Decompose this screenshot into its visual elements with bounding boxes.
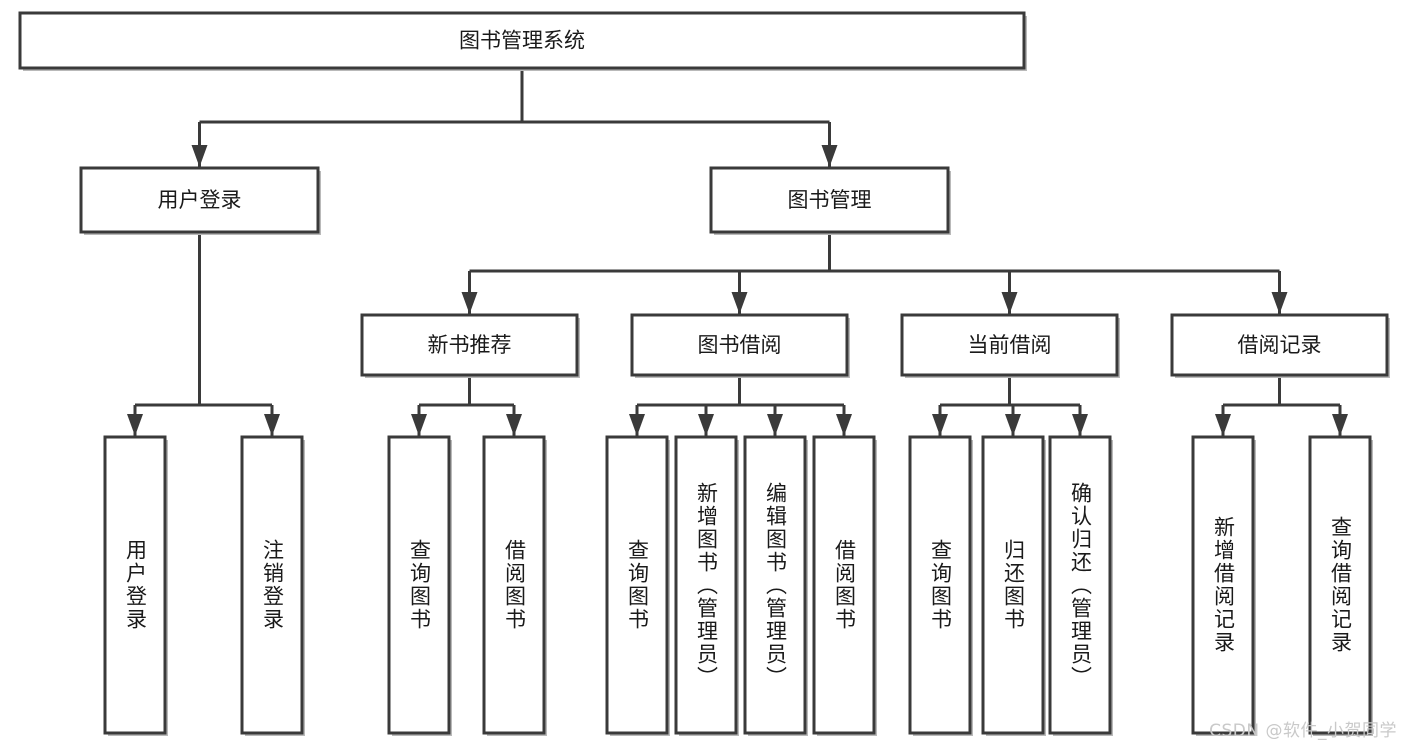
node-level2-box-1[interactable] xyxy=(630,313,849,377)
edge-level2-0-arrow-1 xyxy=(506,414,522,436)
edge-user-login-arrow-1 xyxy=(264,414,280,436)
edge-level2-1-arrow-3 xyxy=(836,414,852,436)
edge-level2-3-arrow-1 xyxy=(1332,414,1348,436)
edge-book-mgmt-arrow-2 xyxy=(1001,292,1018,314)
node-root-label: 图书管理系统 xyxy=(459,29,585,53)
node-leaf-box-8[interactable] xyxy=(908,435,972,735)
edge-level2-2-arrow-0 xyxy=(932,414,948,436)
node-leaf-box-10[interactable] xyxy=(1048,435,1112,735)
node-leaf-box-2[interactable] xyxy=(387,435,451,735)
node-leaf-box-0[interactable] xyxy=(103,435,167,735)
node-leaf-box-12[interactable] xyxy=(1308,435,1372,735)
edge-root-arrow-0 xyxy=(191,145,208,167)
edge-level2-1-arrow-2 xyxy=(767,414,783,436)
node-leaf-box-11[interactable] xyxy=(1191,435,1255,735)
edge-book-mgmt-arrow-0 xyxy=(461,292,478,314)
node-leaf-box-4[interactable] xyxy=(605,435,669,735)
node-leaf-box-6[interactable] xyxy=(743,435,807,735)
csdn-watermark: CSDN @软件_小贺同学 xyxy=(1209,721,1397,741)
node-level2-box-2[interactable] xyxy=(900,313,1119,377)
edge-root-arrow-1 xyxy=(821,145,838,167)
edge-level2-1-arrow-1 xyxy=(698,414,714,436)
node-level2-label-2: 当前借阅 xyxy=(968,333,1052,357)
node-level1-label-1: 图书管理 xyxy=(788,188,872,212)
node-level2-label-3: 借阅记录 xyxy=(1238,333,1322,357)
edge-level2-2-arrow-2 xyxy=(1072,414,1088,436)
edge-book-mgmt-arrow-3 xyxy=(1271,292,1288,314)
edge-level2-1-arrow-0 xyxy=(629,414,645,436)
node-level2-label-1: 图书借阅 xyxy=(698,333,782,357)
node-root-box[interactable] xyxy=(18,11,1026,70)
node-level1-box-0[interactable] xyxy=(79,166,320,234)
edge-user-login-arrow-0 xyxy=(127,414,143,436)
node-leaf-box-1[interactable] xyxy=(240,435,304,735)
node-box-layer xyxy=(18,11,1390,736)
connector-layer xyxy=(127,68,1348,436)
edge-book-mgmt-arrow-1 xyxy=(731,292,748,314)
edge-level2-3-arrow-0 xyxy=(1215,414,1231,436)
node-level2-label-0: 新书推荐 xyxy=(428,333,512,357)
node-leaf-box-3[interactable] xyxy=(482,435,546,735)
edge-level2-0-arrow-0 xyxy=(411,414,427,436)
node-level1-label-0: 用户登录 xyxy=(158,188,242,212)
node-leaf-box-7[interactable] xyxy=(812,435,876,735)
node-leaf-box-5[interactable] xyxy=(674,435,738,735)
node-level1-box-1[interactable] xyxy=(709,166,950,234)
edge-level2-2-arrow-1 xyxy=(1005,414,1021,436)
node-leaf-box-9[interactable] xyxy=(981,435,1045,735)
node-level2-box-3[interactable] xyxy=(1170,313,1389,377)
node-level2-box-0[interactable] xyxy=(360,313,579,377)
